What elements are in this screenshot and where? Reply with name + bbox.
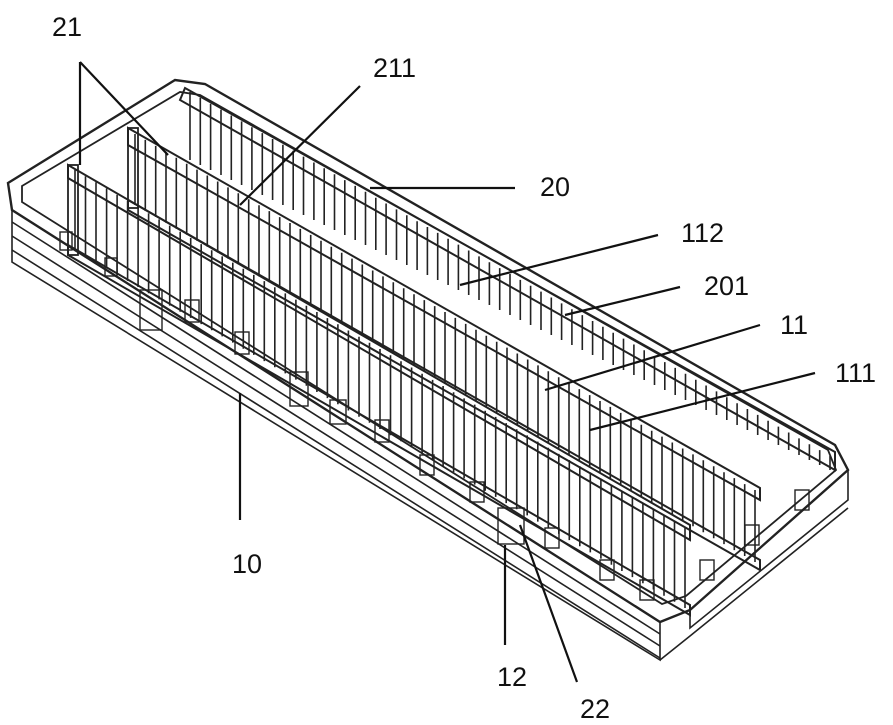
label-21: 21: [52, 12, 82, 42]
leader-111: [589, 371, 816, 432]
label-10: 10: [232, 549, 262, 579]
leader-11: [544, 323, 761, 392]
label-112: 112: [681, 218, 724, 248]
leader-211: [239, 85, 361, 206]
divider-end-post: [127, 127, 139, 209]
label-20: 20: [540, 172, 570, 202]
back-wall-bars: [189, 92, 831, 470]
front-wall-end-post: [67, 164, 79, 256]
tray-rim-outer: [6, 78, 850, 624]
label-12: 12: [497, 662, 527, 692]
leader-21b: [79, 61, 169, 156]
label-111: 111: [835, 358, 876, 388]
label-201: 201: [704, 271, 749, 301]
label-211: 211: [373, 53, 416, 83]
reference-labels: 21 211 20 112 201 11 111 10 12 22: [52, 12, 876, 724]
tray-front-ribs: [59, 231, 810, 601]
label-22: 22: [580, 694, 610, 724]
divider-bars: [134, 134, 756, 562]
leader-lines: [78, 61, 816, 683]
back-grid-wall: [178, 86, 836, 472]
leader-201: [564, 285, 681, 317]
front-grid-wall: [67, 127, 691, 617]
tray-front-wall: [11, 210, 849, 662]
back-wall-frame: [178, 86, 836, 472]
label-11: 11: [780, 310, 808, 340]
front-wall-bars: [74, 170, 686, 608]
leader-112: [459, 233, 659, 287]
leader-22: [518, 524, 579, 683]
